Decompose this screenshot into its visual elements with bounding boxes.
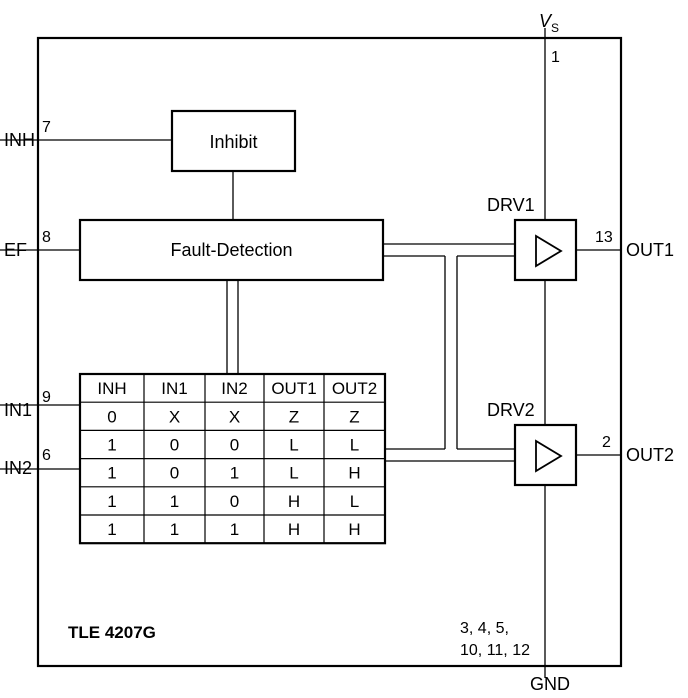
out2-pin: 2 bbox=[602, 434, 611, 451]
ground-label: GND bbox=[530, 674, 570, 694]
truth-table-cell: 1 bbox=[230, 464, 239, 483]
truth-table-header: IN2 bbox=[221, 379, 247, 398]
truth-table-cell: H bbox=[288, 520, 300, 539]
truth-table-cell: H bbox=[288, 492, 300, 511]
ef-pin: 8 bbox=[42, 229, 51, 246]
in1-pin: 9 bbox=[42, 389, 51, 406]
truth-table-cell: 1 bbox=[107, 464, 116, 483]
out1-label: OUT1 bbox=[626, 240, 674, 260]
ground-pins-line1: 3, 4, 5, bbox=[460, 620, 509, 637]
truth-table-cell: Z bbox=[289, 407, 299, 426]
truth-table-header: INH bbox=[97, 379, 126, 398]
in2-label: IN2 bbox=[4, 458, 32, 478]
drv2-buffer-icon bbox=[535, 439, 563, 473]
truth-table-cell: 1 bbox=[170, 492, 179, 511]
truth-table-header: OUT2 bbox=[332, 379, 377, 398]
supply-pin: 1 bbox=[551, 49, 560, 66]
inhibit-label: Inhibit bbox=[209, 132, 257, 152]
in1-label: IN1 bbox=[4, 400, 32, 420]
truth-table-cell: X bbox=[169, 407, 180, 426]
truth-table-cell: 0 bbox=[107, 407, 116, 426]
truth-table-cell: X bbox=[229, 407, 240, 426]
supply-label: VS bbox=[539, 11, 559, 35]
chip-outline bbox=[36, 36, 623, 668]
fault-detection-label: Fault-Detection bbox=[170, 240, 292, 260]
drv2-block bbox=[513, 423, 578, 487]
inhibit-block bbox=[170, 109, 297, 173]
truth-table-cell: Z bbox=[349, 407, 359, 426]
inh-pin: 7 bbox=[42, 119, 51, 136]
inh-label: INH bbox=[4, 130, 35, 150]
out1-pin: 13 bbox=[595, 229, 613, 246]
ef-label: EF bbox=[4, 240, 27, 260]
drv1-label: DRV1 bbox=[487, 195, 535, 215]
truth-table-cell: H bbox=[348, 464, 360, 483]
drv2-label: DRV2 bbox=[487, 400, 535, 420]
chip-name: TLE 4207G bbox=[68, 623, 156, 642]
truth-table-cell: 0 bbox=[170, 464, 179, 483]
fault-detection-block bbox=[78, 218, 385, 282]
truth-table-cell: 1 bbox=[107, 492, 116, 511]
truth-table-cell: L bbox=[289, 464, 298, 483]
out2-label: OUT2 bbox=[626, 445, 674, 465]
drv1-buffer-icon bbox=[535, 234, 563, 268]
truth-table-cell: 0 bbox=[170, 436, 179, 455]
truth-table-cell: 0 bbox=[230, 436, 239, 455]
truth-table-cell: H bbox=[348, 520, 360, 539]
truth-table-cell: 1 bbox=[230, 520, 239, 539]
in2-pin: 6 bbox=[42, 447, 51, 464]
drv1-block bbox=[513, 218, 578, 282]
truth-table-cell: 1 bbox=[170, 520, 179, 539]
truth-table-cell: L bbox=[289, 436, 298, 455]
truth-table-header: IN1 bbox=[161, 379, 187, 398]
truth-table-cell: 1 bbox=[107, 520, 116, 539]
truth-table-cell: L bbox=[350, 492, 359, 511]
ground-pins-line2: 10, 11, 12 bbox=[460, 642, 530, 659]
truth-table-cell: L bbox=[350, 436, 359, 455]
truth-table-cell: 1 bbox=[107, 436, 116, 455]
truth-table-cell: 0 bbox=[230, 492, 239, 511]
truth-table-header: OUT1 bbox=[271, 379, 316, 398]
